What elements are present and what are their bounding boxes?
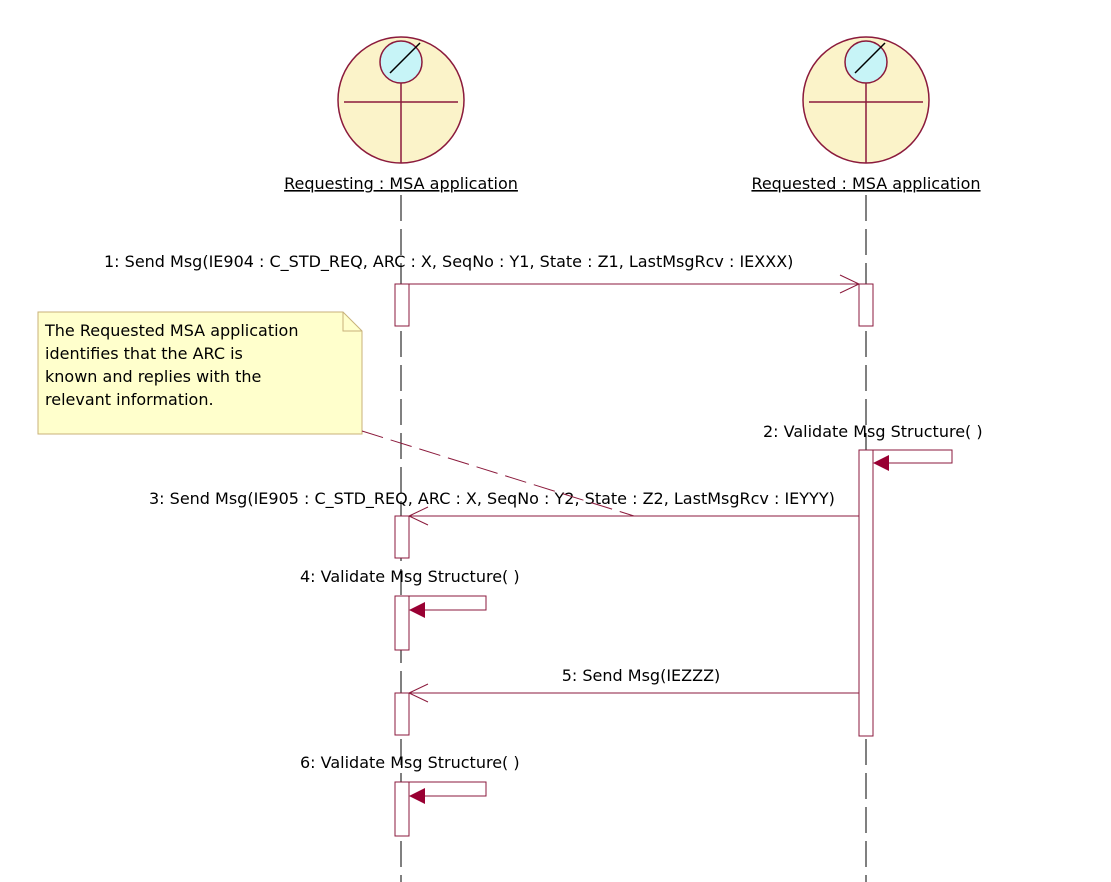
message-3-label: 3: Send Msg(IE905 : C_STD_REQ, ARC : X, …	[149, 489, 835, 509]
message-5-arrowhead	[407, 683, 429, 703]
activation-requesting-2	[394, 515, 410, 559]
activation-requested-1	[858, 283, 874, 327]
activation-requesting-5	[394, 781, 410, 837]
activation-requested-2	[858, 449, 874, 737]
requesting-lifeline-label: Requesting : MSA application	[284, 174, 518, 193]
note-line-3: known and replies with the	[45, 367, 261, 386]
requested-actor-icon	[802, 36, 930, 164]
message-4-arrow	[409, 595, 487, 611]
note: The Requested MSA application identifies…	[37, 311, 635, 517]
message-2-arrowhead	[873, 455, 889, 471]
message-3-arrowhead	[407, 506, 429, 526]
note-fold	[342, 312, 362, 332]
message-4-label: 4: Validate Msg Structure( )	[300, 567, 520, 586]
message-6-label: 6: Validate Msg Structure( )	[300, 753, 520, 772]
requesting-actor-icon	[337, 36, 465, 164]
message-2-label: 2: Validate Msg Structure( )	[763, 422, 983, 441]
note-anchor-line	[361, 430, 635, 517]
activation-requesting-4	[394, 692, 410, 736]
message-4-arrowhead	[409, 602, 425, 618]
message-6-arrow	[409, 781, 487, 797]
note-line-4: relevant information.	[45, 390, 214, 409]
note-line-2: identifies that the ARC is	[45, 344, 243, 363]
message-1-label: 1: Send Msg(IE904 : C_STD_REQ, ARC : X, …	[104, 252, 793, 272]
note-box	[37, 311, 363, 435]
message-1-arrowhead	[839, 274, 861, 294]
message-6-arrowhead	[409, 788, 425, 804]
note-line-1: The Requested MSA application	[44, 321, 298, 340]
requested-lifeline-label: Requested : MSA application	[751, 174, 980, 193]
message-2-arrow	[873, 449, 953, 464]
message-5-label: 5: Send Msg(IEZZZ)	[562, 666, 721, 685]
activation-requesting-1	[394, 283, 410, 327]
activation-requesting-3	[394, 595, 410, 651]
